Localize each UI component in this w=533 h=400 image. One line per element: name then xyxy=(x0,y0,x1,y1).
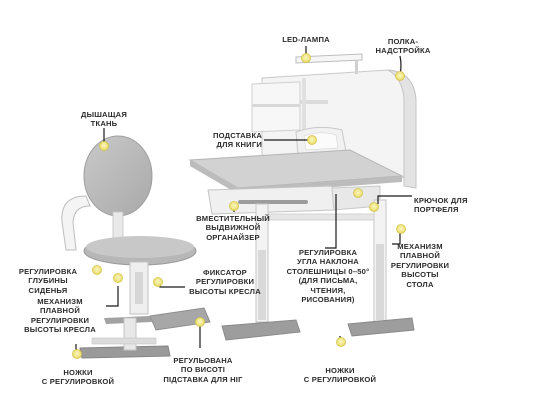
dot-breathable xyxy=(99,141,109,151)
dot-seat-depth xyxy=(92,265,102,275)
desk-foot-left xyxy=(221,319,301,341)
chair-column-slot xyxy=(135,272,143,304)
leader-bag-hook xyxy=(377,195,412,204)
dot-shelf xyxy=(395,71,405,81)
label-breathable-line: ТКАНЬ xyxy=(90,119,118,129)
hutch-mid-shelf xyxy=(252,104,300,107)
dot-book-stand xyxy=(307,135,317,145)
chair-frame xyxy=(61,195,91,251)
desk-crossbar xyxy=(267,213,375,221)
label-book-stand-line: ПОДСТАВКА xyxy=(212,131,262,140)
label-tilt-line: (ДЛЯ ПИСЬМА, xyxy=(298,276,358,286)
label-desk-height-line: СТОЛА xyxy=(406,279,434,289)
dot-desk-feet xyxy=(336,337,346,347)
dot-chair-height xyxy=(113,273,123,283)
label-shelf-line: ПОЛКА- xyxy=(387,37,419,46)
label-chair-lock-line: ФИКСАТОР xyxy=(203,268,247,277)
label-shelf: ПОЛКА- НАДСТРОЙКА xyxy=(365,37,441,56)
desk-leg-right-inner xyxy=(376,244,384,320)
dot-led-lamp xyxy=(301,53,311,63)
label-seat-depth-line: ГЛУБИНЫ xyxy=(28,276,68,286)
label-desk-height-line: ВЫСОТЫ xyxy=(401,270,439,280)
label-seat-depth-line: СИДЕНЬЯ xyxy=(28,285,68,295)
desk-leg-left-inner xyxy=(258,250,266,320)
label-footrest-line: ПІДСТАВКА ДЛЯ НІГ xyxy=(163,374,243,384)
label-chair-feet: НОЖКИ С РЕГУЛИРОВКОЙ xyxy=(36,368,120,387)
label-tilt-line: СТОЛЕШНИЦЫ 0–50° xyxy=(286,266,370,276)
label-tilt-line: ЧТЕНИЯ, xyxy=(310,285,346,295)
desk-top-edge xyxy=(190,160,402,194)
label-desk-feet-line: С РЕГУЛИРОВКОЙ xyxy=(303,375,377,385)
label-desk-height-line: ПЛАВНОЙ xyxy=(399,251,440,261)
label-drawer-line: ВМЕСТИТЕЛЬНЫЙ xyxy=(196,214,270,223)
label-footrest-line: РЕГУЛЬОВАНА xyxy=(173,356,233,365)
leader-desk-height xyxy=(392,232,401,245)
dot-chair-feet xyxy=(72,349,82,359)
dot-footrest xyxy=(195,317,205,327)
label-tilt-line: УГЛА НАКЛОНА xyxy=(297,257,359,267)
label-chair-lock-line: ВЫСОТЫ КРЕСЛА xyxy=(189,286,261,296)
label-chair-lock: ФИКСАТОР РЕГУЛИРОВКИ ВЫСОТЫ КРЕСЛА xyxy=(182,268,268,296)
label-seat-depth-line: РЕГУЛИРОВКА xyxy=(18,267,78,276)
label-book-stand-line: ДЛЯ КНИГИ xyxy=(216,140,262,150)
desk-foot-right xyxy=(347,317,415,337)
dot-drawer xyxy=(229,201,239,211)
led-lamp-stem xyxy=(355,60,358,74)
desk xyxy=(188,53,417,341)
label-tilt: РЕГУЛИРОВКА УГЛА НАКЛОНА СТОЛЕШНИЦЫ 0–50… xyxy=(282,248,374,304)
dot-chair-lock xyxy=(153,277,163,287)
label-tilt-line: РИСОВАНИЯ) xyxy=(301,295,355,305)
label-chair-height-line: МЕХАНИЗМ xyxy=(37,297,83,306)
chair-base-rail xyxy=(123,317,137,351)
label-seat-depth: РЕГУЛИРОВКА ГЛУБИНЫ СИДЕНЬЯ xyxy=(8,267,88,295)
label-drawer-line: ОРГАНАЙЗЕР xyxy=(206,232,260,242)
label-chair-height-line: ВЫСОТЫ КРЕСЛА xyxy=(24,325,96,335)
label-footrest: РЕГУЛЬОВАНА ПО ВИСОТІ ПІДСТАВКА ДЛЯ НІГ xyxy=(158,356,248,384)
dot-bag-hook xyxy=(369,202,379,212)
hutch-divider xyxy=(302,78,306,168)
label-desk-feet: НОЖКИ С РЕГУЛИРОВКОЙ xyxy=(294,366,386,385)
label-chair-height-line: ПЛАВНОЙ xyxy=(39,306,80,316)
dot-tilt xyxy=(353,188,363,198)
label-book-stand: ПОДСТАВКА ДЛЯ КНИГИ xyxy=(166,131,262,150)
chair-footrest xyxy=(149,307,211,331)
label-drawer-line: ВЫДВИЖНОЙ xyxy=(205,223,261,233)
label-chair-height: МЕХАНИЗМ ПЛАВНОЙ РЕГУЛИРОВКИ ВЫСОТЫ КРЕС… xyxy=(18,297,102,335)
label-bag-hook-line: КРЮЧОК ДЛЯ xyxy=(414,196,468,205)
label-footrest-line: ПО ВИСОТІ xyxy=(180,365,226,375)
chair-backrest xyxy=(83,135,153,217)
chair xyxy=(61,135,211,359)
label-drawer: ВМЕСТИТЕЛЬНЫЙ ВЫДВИЖНОЙ ОРГАНАЙЗЕР xyxy=(186,214,280,242)
label-led-lamp: LED-ЛАМПА xyxy=(268,35,344,44)
chair-base-bar xyxy=(91,337,157,345)
label-breathable: ДЫШАЩАЯ ТКАНЬ xyxy=(72,110,136,129)
callout-dots xyxy=(72,53,406,359)
label-chair-feet-line: С РЕГУЛИРОВКОЙ xyxy=(41,377,115,387)
chair-seat-top xyxy=(86,236,194,258)
leader-chair-height xyxy=(106,286,119,307)
label-desk-height: МЕХАНИЗМ ПЛАВНОЙ РЕГУЛИРОВКИ ВЫСОТЫ СТОЛ… xyxy=(380,242,460,289)
leader-tilt xyxy=(325,194,337,249)
label-desk-feet-line: НОЖКИ xyxy=(325,366,355,375)
label-bag-hook-line: ПОРТФЕЛЯ xyxy=(414,205,459,215)
led-lamp-bar xyxy=(295,53,363,64)
dot-desk-height xyxy=(396,224,406,234)
label-bag-hook: КРЮЧОК ДЛЯ ПОРТФЕЛЯ xyxy=(414,196,504,215)
label-chair-feet-line: НОЖКИ xyxy=(63,368,93,377)
label-breathable-line: ДЫШАЩАЯ xyxy=(80,110,128,119)
label-led-lamp-line: LED-ЛАМПА xyxy=(282,35,330,44)
drawer-handle xyxy=(238,200,308,204)
label-desk-height-line: МЕХАНИЗМ xyxy=(397,242,443,251)
label-tilt-line: РЕГУЛИРОВКА xyxy=(298,248,358,257)
label-desk-height-line: РЕГУЛИРОВКИ xyxy=(390,260,450,270)
label-chair-height-line: РЕГУЛИРОВКИ xyxy=(30,315,90,325)
label-shelf-line: НАДСТРОЙКА xyxy=(375,46,431,56)
label-chair-lock-line: РЕГУЛИРОВКИ xyxy=(195,277,255,287)
